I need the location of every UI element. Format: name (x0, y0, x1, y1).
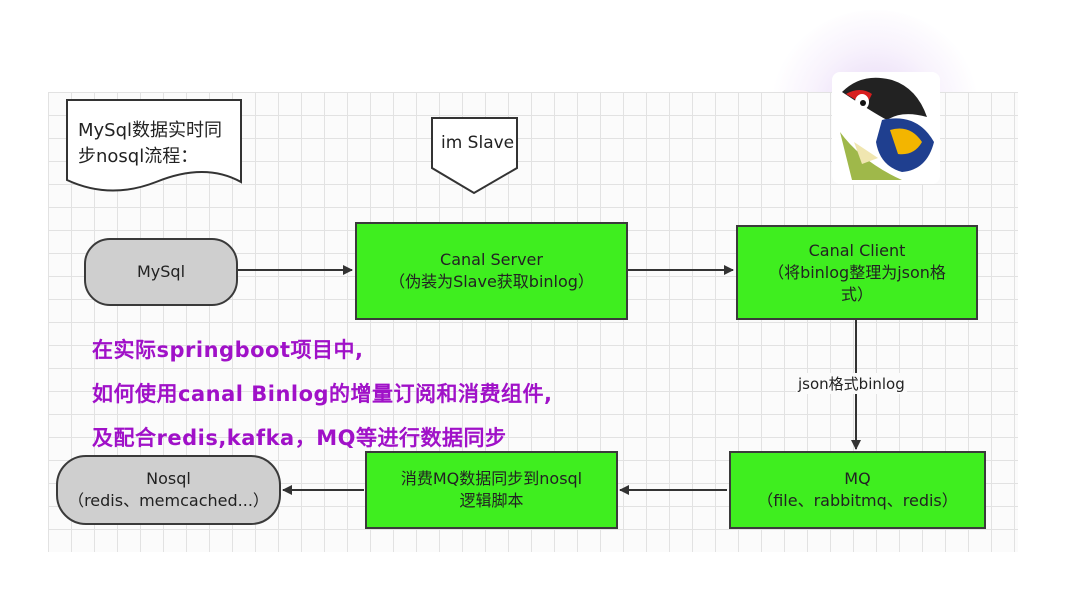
mq-subtitle: （file、rabbitmq、redis） (757, 491, 958, 510)
canal-server-subtitle: （伪装为Slave获取binlog） (389, 272, 594, 291)
canal-client-subtitle-line2: 式） (840, 284, 873, 304)
document-note-line2: 步nosql流程： (78, 146, 199, 167)
mysql-node: MySql (84, 238, 238, 306)
slave-note-shape (431, 117, 518, 195)
canal-server-title: Canal Server (440, 250, 543, 269)
nosql-subtitle: （redis、memcached...） (68, 491, 269, 510)
canal-client-node: Canal Client （将binlog整理为json格 式） (736, 225, 978, 320)
consumer-title: 消费MQ数据同步到nosql (400, 469, 583, 488)
mysql-node-label: MySql (136, 262, 186, 281)
canal-client-title: Canal Client (808, 240, 906, 260)
mq-node: MQ （file、rabbitmq、redis） (729, 451, 986, 529)
canal-client-subtitle-line1: （将binlog整理为json格 (768, 262, 946, 282)
caption-line3: 及配合redis,kafka，MQ等进行数据同步 (92, 426, 507, 450)
caption-line2: 如何使用canal Binlog的增量订阅和消费组件, (92, 382, 553, 406)
canal-server-node: Canal Server （伪装为Slave获取binlog） (355, 222, 628, 320)
nosql-node: Nosql （redis、memcached...） (56, 455, 281, 525)
nosql-title: Nosql (146, 469, 191, 488)
canal-bird-logo (832, 72, 940, 184)
document-note-shape (66, 99, 242, 192)
mq-title: MQ (844, 469, 871, 488)
edge-label-json-binlog: json格式binlog (796, 373, 907, 394)
caption-line1: 在实际springboot项目中, (92, 338, 364, 362)
slave-note-label: im Slave (441, 133, 515, 153)
consumer-subtitle: 逻辑脚本 (459, 491, 524, 510)
document-note-line1: MySql数据实时同 (78, 120, 223, 141)
consumer-script-node: 消费MQ数据同步到nosql 逻辑脚本 (365, 451, 618, 529)
